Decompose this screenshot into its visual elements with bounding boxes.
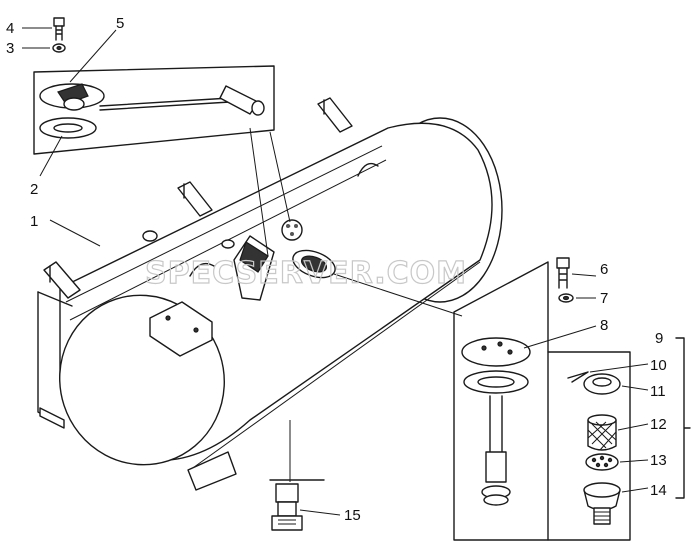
intake-washer [558,293,574,303]
callout-7: 7 [600,290,608,307]
drain-plug [269,479,325,531]
callout-15: 15 [344,507,361,524]
tank-cap-small [142,230,235,249]
callout-13: 13 [650,452,667,469]
intake-bolt [556,257,570,289]
callout-6: 6 [600,261,608,278]
callout-11: 11 [650,383,666,400]
callout-4: 4 [6,20,14,37]
mounting-bracket-bottom [39,407,237,491]
callout-8: 8 [600,317,608,334]
mounting-bracket-top-mid [177,181,213,217]
group-bracket-9 [675,337,691,499]
fuel-gauge-sender-inset [33,65,275,155]
callout-1: 1 [30,213,38,230]
callout-14: 14 [650,482,667,499]
fuel-intake-inset [453,261,549,541]
tank-clip [189,162,379,277]
leader-lines [22,27,649,516]
callout-2: 2 [30,181,38,198]
side-mounting-plate [149,301,213,357]
mounting-bracket-top-left [43,261,81,299]
strainer-assembly-inset [547,351,631,541]
callout-3: 3 [6,40,14,57]
callout-5: 5 [116,15,124,32]
mounting-bracket-top-right [317,97,353,133]
callout-9: 9 [655,330,663,347]
callout-12: 12 [650,416,667,433]
sender-washer [52,43,66,53]
fuel-tank [37,117,503,471]
watermark-text: SPECSERVER.COM [145,256,467,291]
sender-opening-flange [292,249,336,279]
sender-screw [53,17,65,41]
filler-neck [233,219,303,301]
callout-10: 10 [650,357,667,374]
